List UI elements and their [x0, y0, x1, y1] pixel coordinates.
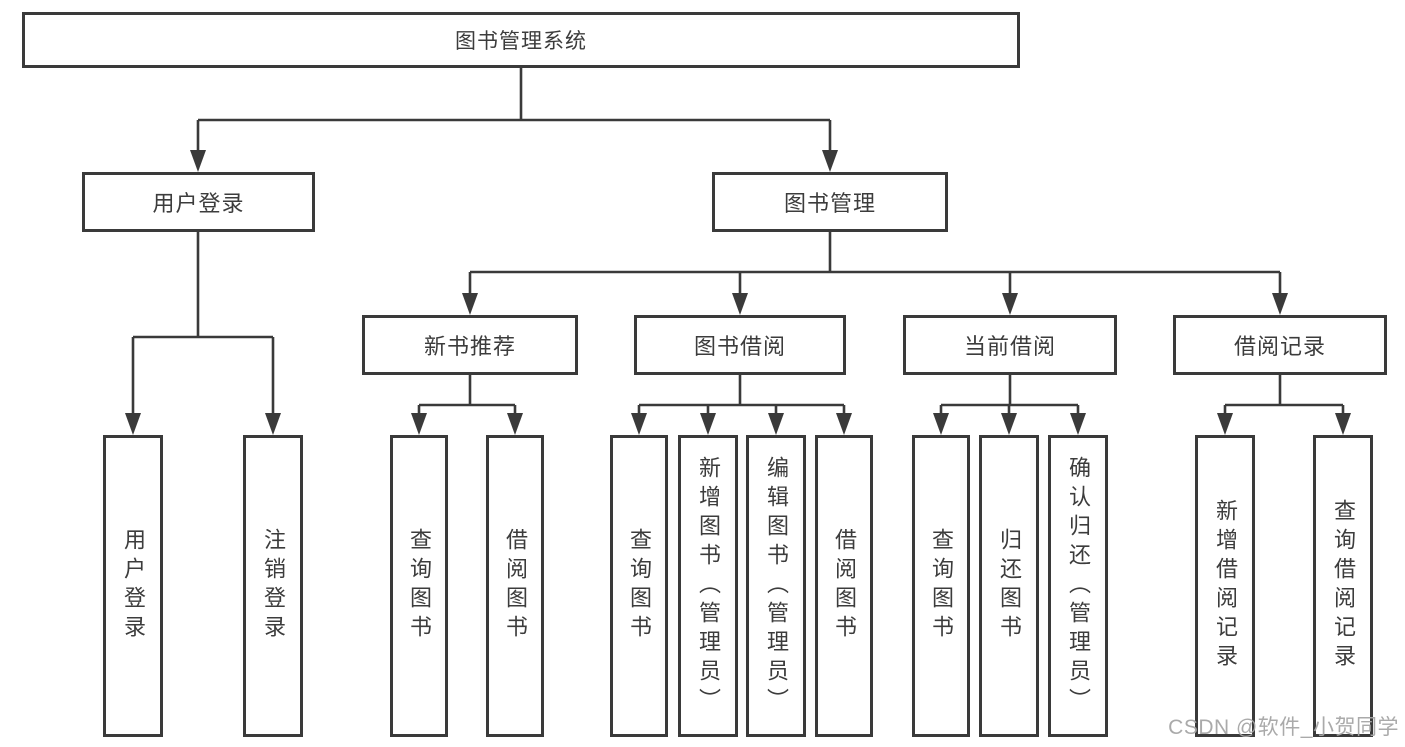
leaf-label: 借阅图书 [503, 528, 528, 644]
leaf-user-login: 用户登录 [103, 435, 163, 737]
node-label: 借阅记录 [1233, 334, 1326, 359]
node-book-management: 图书管理 [712, 172, 948, 232]
leaf-label: 编辑图书（管理员） [764, 455, 789, 717]
leaf-return-book: 归还图书 [979, 435, 1039, 737]
leaf-borrow-books-recommend: 借阅图书 [486, 435, 544, 737]
leaf-label: 借阅图书 [832, 528, 857, 644]
leaf-label: 查询图书 [407, 528, 432, 644]
leaf-add-book-admin: 新增图书（管理员） [678, 435, 738, 737]
node-borrowing-records: 借阅记录 [1173, 315, 1387, 375]
leaf-label: 归还图书 [997, 528, 1022, 644]
leaf-query-books-current: 查询图书 [912, 435, 970, 737]
leaf-confirm-return-admin: 确认归还（管理员） [1048, 435, 1108, 737]
leaf-logout: 注销登录 [243, 435, 303, 737]
leaf-query-borrow-record: 查询借阅记录 [1313, 435, 1373, 737]
leaf-query-books-borrowing: 查询图书 [610, 435, 668, 737]
leaf-label: 确认归还（管理员） [1066, 455, 1091, 717]
leaf-label: 用户登录 [121, 528, 146, 644]
leaf-add-borrow-record: 新增借阅记录 [1195, 435, 1255, 737]
leaf-label: 查询图书 [627, 528, 652, 644]
arrowheads [125, 150, 1351, 435]
node-current-borrowing: 当前借阅 [903, 315, 1117, 375]
leaf-label: 查询图书 [929, 528, 954, 644]
node-book-borrowing: 图书借阅 [634, 315, 846, 375]
leaf-label: 新增借阅记录 [1213, 499, 1238, 673]
leaf-query-books-recommend: 查询图书 [390, 435, 448, 737]
leaf-label: 查询借阅记录 [1331, 499, 1356, 673]
node-label: 图书管理 [783, 191, 876, 216]
node-user-login: 用户登录 [82, 172, 315, 232]
node-system-root: 图书管理系统 [22, 12, 1020, 68]
node-label: 当前借阅 [963, 334, 1056, 359]
node-label: 用户登录 [152, 191, 245, 216]
node-label: 图书管理系统 [455, 30, 587, 53]
csdn-watermark: CSDN @软件_小贺同学 [1168, 716, 1399, 739]
node-new-book-recommend: 新书推荐 [362, 315, 578, 375]
leaf-label: 注销登录 [261, 528, 286, 644]
leaf-label: 新增图书（管理员） [696, 455, 721, 717]
node-label: 图书借阅 [693, 334, 786, 359]
leaf-edit-book-admin: 编辑图书（管理员） [746, 435, 806, 737]
leaf-borrow-books-borrowing: 借阅图书 [815, 435, 873, 737]
node-label: 新书推荐 [423, 334, 516, 359]
